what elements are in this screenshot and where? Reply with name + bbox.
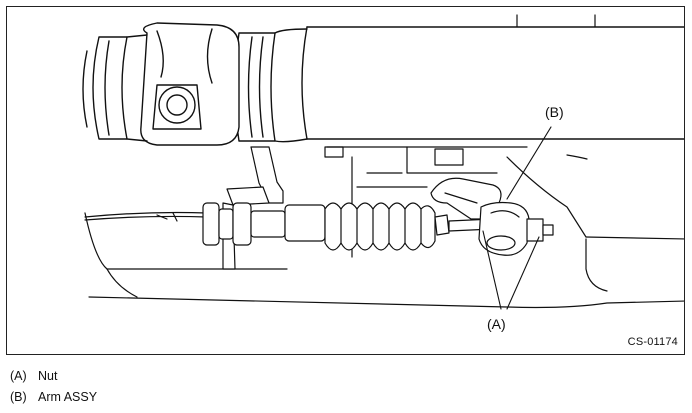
cable-bracket [222,146,284,270]
select-cable [84,202,494,251]
legend-item-arm-assy: (B) Arm ASSY [10,389,97,410]
legend-text: Nut [38,369,58,383]
frame-marks [516,14,596,28]
arm-assy [430,177,554,256]
callout-a: (A) [487,316,506,332]
figure-frame: (B) (A) CS-01174 [6,6,685,355]
leader-lines [482,126,552,310]
legend-text: Arm ASSY [38,390,98,404]
legend-key: (B) [10,390,27,404]
figure-code: CS-01174 [627,336,678,348]
legend-key: (A) [10,369,27,383]
technical-drawing [82,14,684,310]
legend-item-nut: (A) Nut [10,368,97,389]
legend: (A) Nut (B) Arm ASSY [10,368,97,410]
callout-b: (B) [545,104,564,120]
driveshaft [82,22,684,146]
